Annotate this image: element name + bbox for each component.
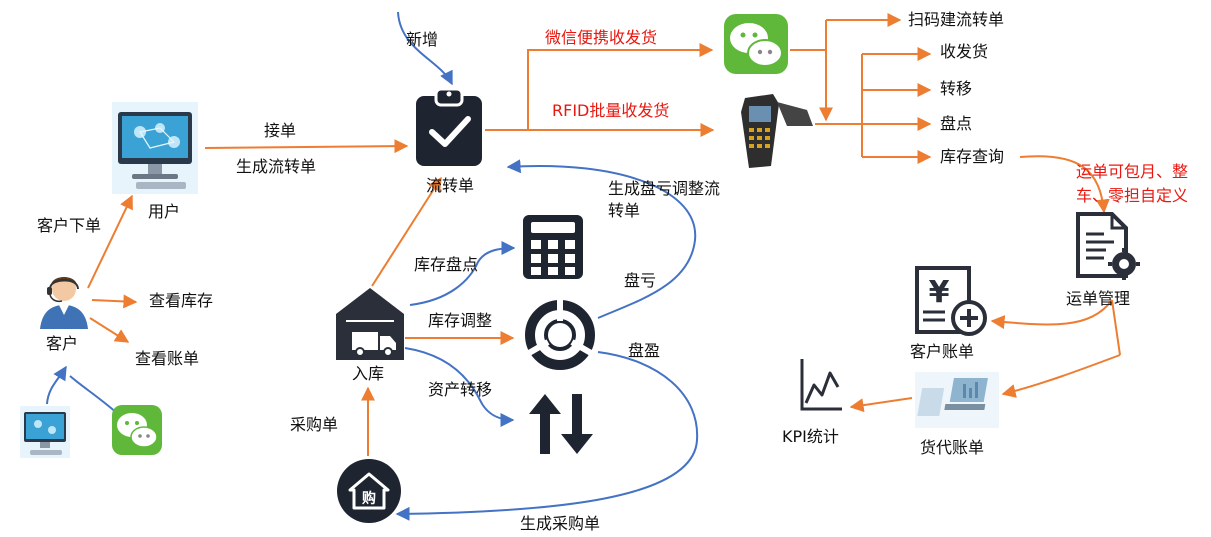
arrow-to-agency-bill bbox=[1001, 354, 1121, 398]
calculator-icon bbox=[523, 215, 583, 279]
label-customer-order: 客户下单 bbox=[37, 216, 102, 235]
adjust-ring-icon bbox=[520, 296, 600, 374]
arrow-pc-to-customer bbox=[46, 365, 67, 405]
wechat-small-icon bbox=[112, 405, 162, 455]
arrow-view-inventory bbox=[91, 294, 138, 309]
arrow-to-kpi bbox=[849, 397, 913, 413]
wechat-icon bbox=[724, 14, 788, 74]
label-customer-bill: 客户账单 bbox=[910, 342, 975, 361]
label-wechat-ship: 微信便携收发货 bbox=[545, 28, 658, 47]
arrow-user-to-flow bbox=[204, 139, 409, 154]
label-view-bill: 查看账单 bbox=[135, 349, 200, 368]
label-kpi: KPI统计 bbox=[782, 427, 839, 446]
label-customer: 客户 bbox=[46, 334, 79, 353]
label-rfid-ship: RFID批量收发货 bbox=[552, 101, 670, 120]
label-scan-create: 扫码建流转单 bbox=[908, 10, 1005, 29]
label-stock-adjust: 库存调整 bbox=[428, 311, 493, 330]
label-stocktake: 盘点 bbox=[940, 114, 973, 133]
arrow-customer-to-user bbox=[87, 194, 133, 289]
purchase-house-icon: 购 bbox=[336, 458, 402, 524]
arrow-stock-count bbox=[409, 241, 516, 306]
label-loss-adjust: 生成盘亏调整流转单 bbox=[608, 179, 721, 220]
label-gain: 盘盈 bbox=[628, 341, 661, 360]
label-send-receive: 收发货 bbox=[940, 42, 989, 61]
arrow-loss-loop bbox=[506, 159, 697, 319]
invoice-plus-icon: ¥ bbox=[915, 266, 989, 336]
finance-laptop-icon bbox=[915, 372, 999, 428]
arrow-gain-loop bbox=[395, 351, 699, 521]
arrow-add bbox=[397, 11, 453, 86]
label-purchase-order: 采购单 bbox=[290, 415, 339, 434]
arrow-asset-transfer bbox=[404, 347, 515, 427]
document-gear-icon bbox=[1074, 212, 1140, 280]
clipboard-check-icon bbox=[414, 86, 484, 168]
svg-text:购: 购 bbox=[362, 490, 376, 507]
arrow-inbound-to-flow bbox=[371, 176, 442, 287]
label-accept-order: 接单 bbox=[264, 121, 297, 140]
label-stock-count: 库存盘点 bbox=[414, 255, 479, 274]
label-waybill-note: 运单可包月、整车、零担自定义 bbox=[1076, 162, 1189, 205]
label-asset-transfer: 资产转移 bbox=[428, 380, 493, 399]
label-waybill-mgmt: 运单管理 bbox=[1066, 289, 1131, 308]
computer-user-icon bbox=[112, 102, 198, 194]
label-view-inventory: 查看库存 bbox=[149, 291, 214, 310]
label-user: 用户 bbox=[148, 202, 181, 221]
label-inbound: 入库 bbox=[352, 364, 385, 383]
arrow-to-waybill bbox=[1019, 155, 1110, 214]
transfer-arrows-icon bbox=[527, 392, 595, 456]
barcode-scanner-icon bbox=[727, 92, 817, 170]
arrow-view-bill bbox=[89, 317, 130, 343]
svg-text:¥: ¥ bbox=[929, 275, 950, 310]
kpi-chart-icon bbox=[798, 357, 844, 413]
label-loss: 盘亏 bbox=[624, 271, 657, 290]
customer-service-icon bbox=[38, 271, 90, 329]
label-add: 新增 bbox=[406, 30, 439, 49]
label-create-purchase: 生成采购单 bbox=[520, 514, 601, 533]
label-create-flow-order: 生成流转单 bbox=[236, 157, 317, 176]
label-transfer: 转移 bbox=[940, 79, 973, 98]
label-flow-order: 流转单 bbox=[426, 176, 475, 195]
label-agency-bill: 货代账单 bbox=[920, 438, 985, 457]
computer-small-icon bbox=[20, 406, 70, 458]
label-inventory-query: 库存查询 bbox=[940, 147, 1005, 166]
warehouse-truck-icon bbox=[330, 282, 410, 362]
arrow-to-customer-bill bbox=[990, 299, 1113, 330]
